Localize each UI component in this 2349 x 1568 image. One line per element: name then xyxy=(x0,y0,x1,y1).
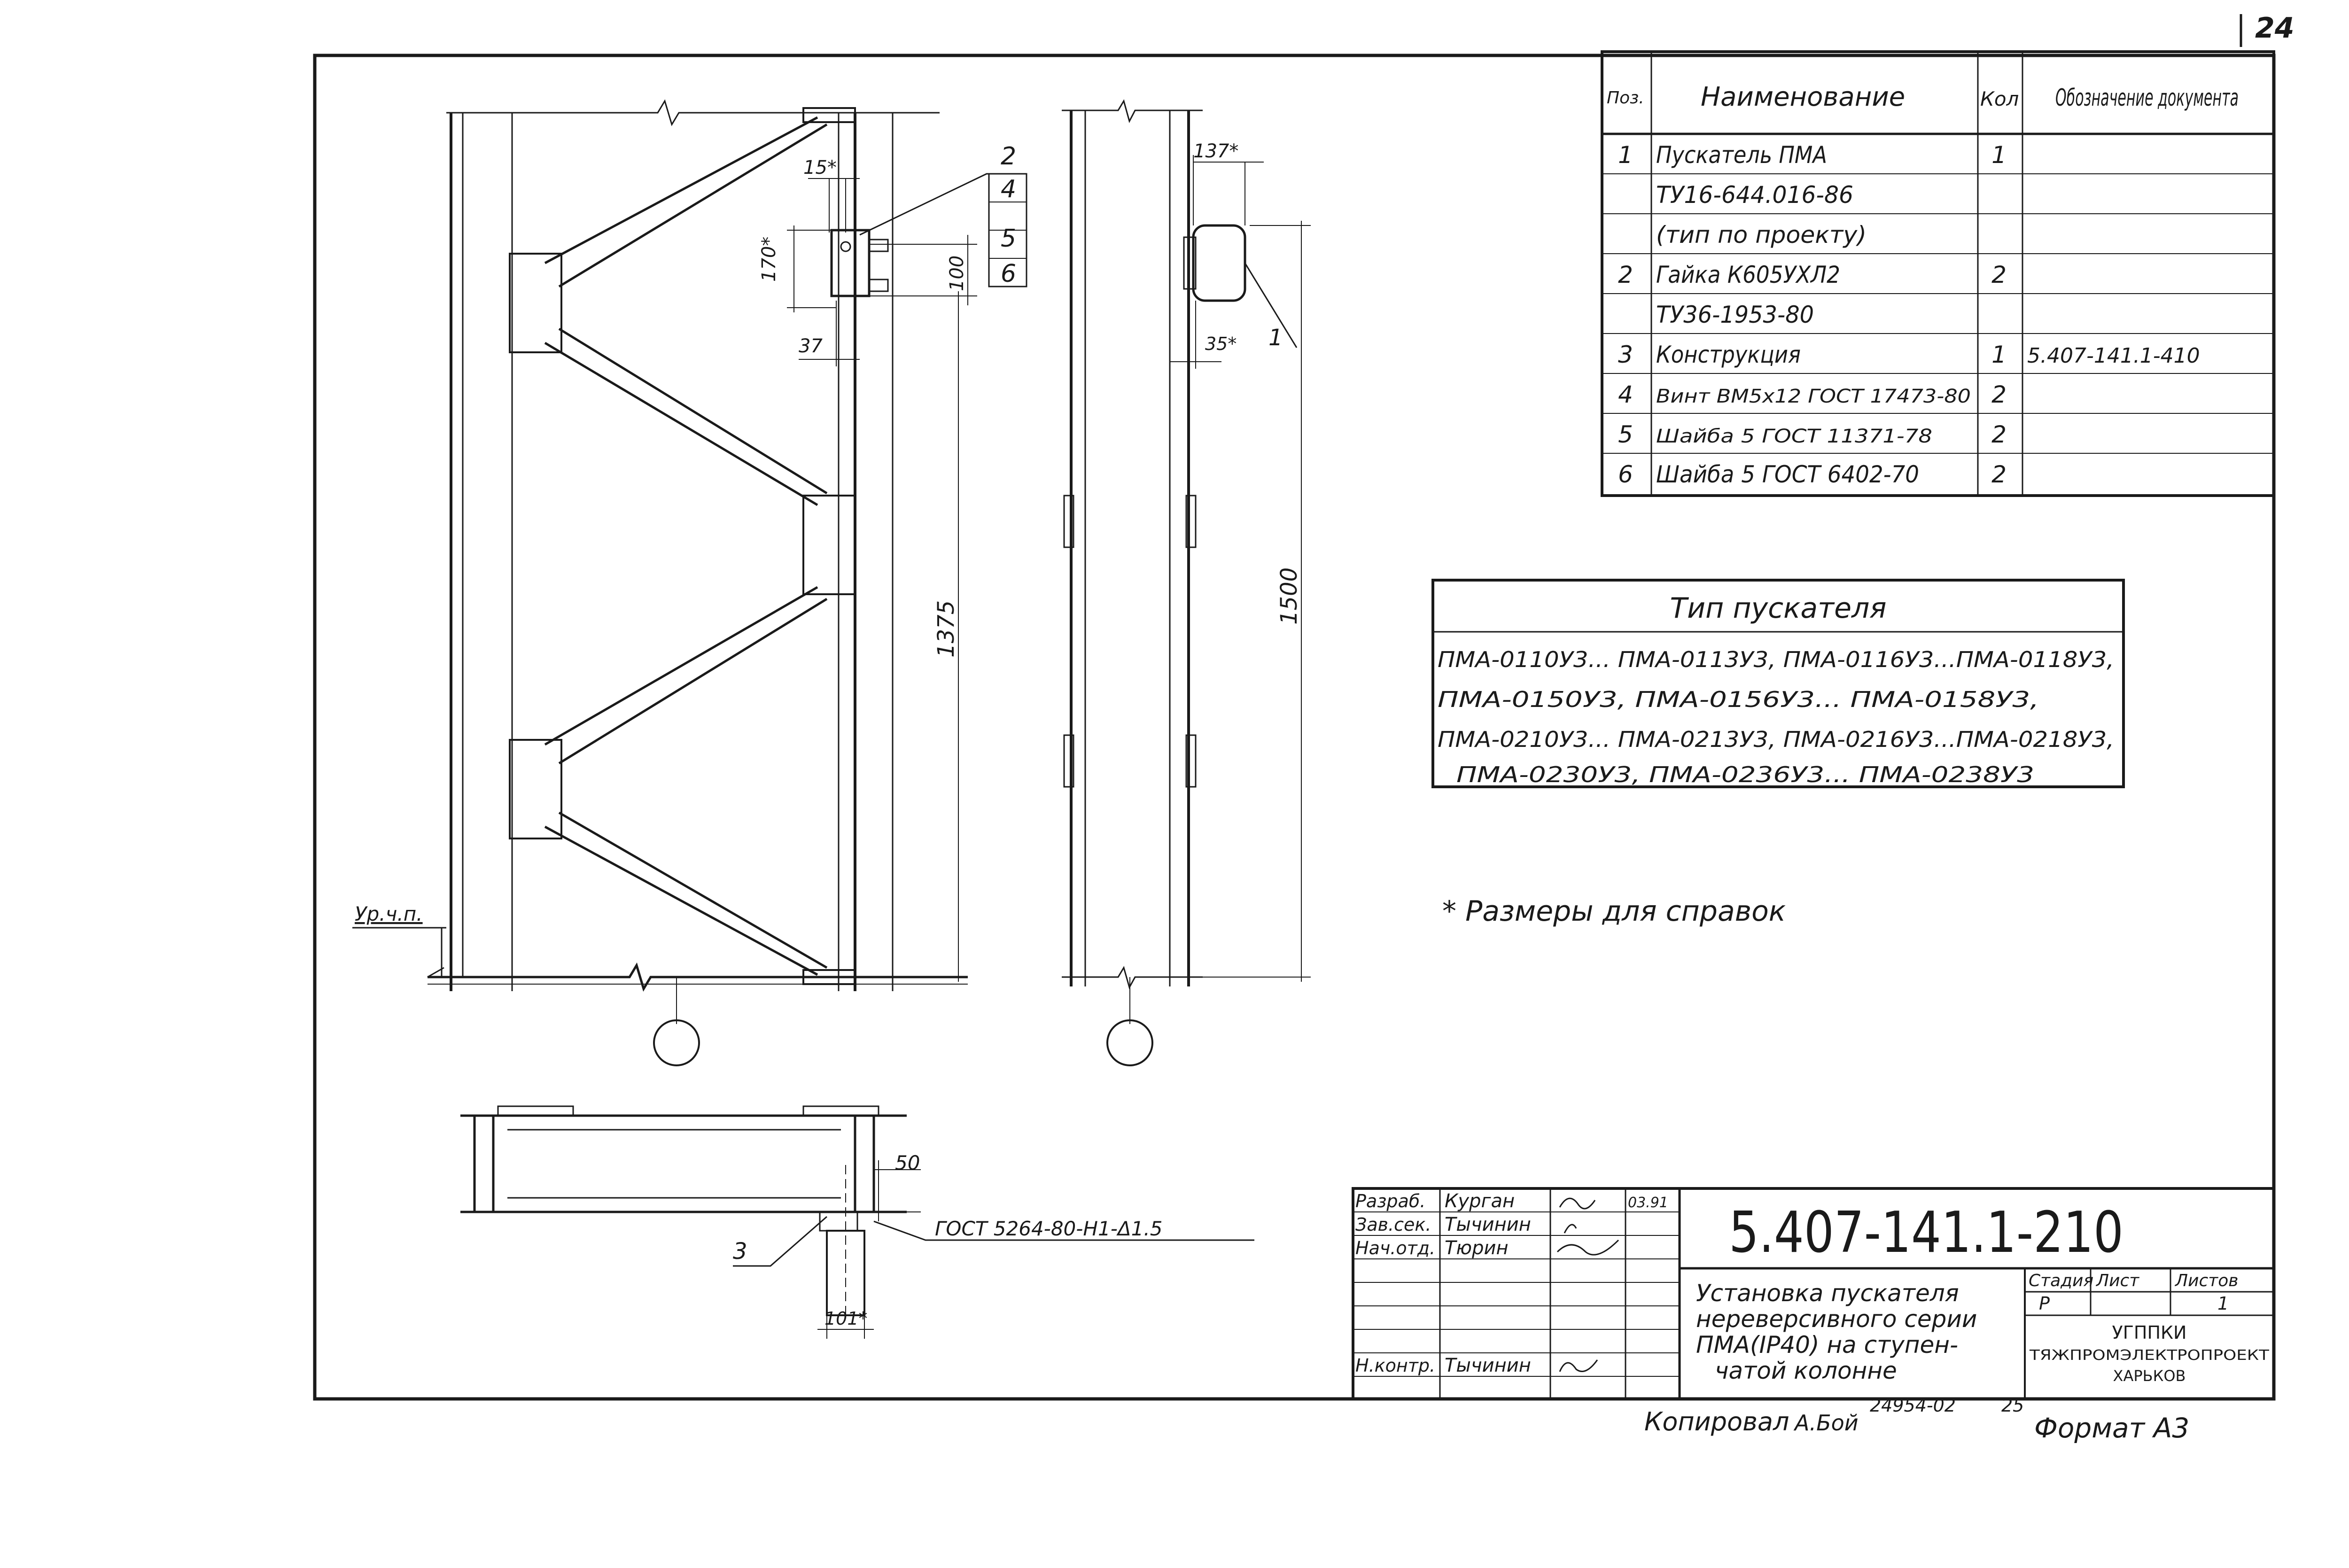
spec-cell-name: Шайба 5 ГОСТ 6402-70 xyxy=(1656,461,1919,488)
spec-cell-qty: 2 xyxy=(1991,421,2007,448)
dim-170: 170* xyxy=(758,237,780,282)
spec-header-pos: Поз. xyxy=(1607,88,1644,108)
spec-cell-name: (тип по проекту) xyxy=(1656,221,1867,248)
spec-cell-name: Гайка К605УХЛ2 xyxy=(1656,261,1840,288)
dim-1375: 1375 xyxy=(933,600,959,658)
sheets-label: Листов xyxy=(2174,1271,2238,1290)
role-developer: Разраб. xyxy=(1355,1191,1425,1211)
spec-cell-name: ТУ16-644.016-86 xyxy=(1656,181,1853,209)
spec-cell-name: Пускатель ПМА xyxy=(1656,141,1827,169)
format-label: Формат А3 xyxy=(2034,1412,2189,1444)
dim-137: 137* xyxy=(1193,140,1238,162)
spec-table: Поз. Наименование Кол Обозначение докуме… xyxy=(1601,50,2275,497)
footer: Копировал А.Бой 24954-02 25 Формат А3 xyxy=(1644,1395,2189,1444)
title-block: Разраб. Курган 03.91 Зав.сек. Тычинин На… xyxy=(1352,1187,2275,1400)
starter-types-line-1: ПМА-0110У3... ПМА-0113У3, ПМА-0116У3...П… xyxy=(1438,647,2114,672)
spec-cell-qty: 1 xyxy=(1991,141,2007,169)
signature-head-dept xyxy=(1556,1239,1619,1256)
name-norm-control: Тычинин xyxy=(1445,1355,1531,1376)
callout-6: 6 xyxy=(1001,260,1016,288)
org-line-3: ХАРЬКОВ xyxy=(2113,1367,2186,1385)
starter-side-icon xyxy=(1192,224,1246,302)
section-view: 50 101* 3 ГОСТ 5264-80-Н1-Δ1.5 xyxy=(460,1105,1254,1339)
spec-cell-name: ТУ36-1953-80 xyxy=(1656,301,1814,328)
drawing-frame: 24 xyxy=(313,12,2295,1401)
spec-cell-pos: 1 xyxy=(1618,141,1633,169)
dim-50: 50 xyxy=(895,1151,920,1174)
dim-100: 100 xyxy=(946,256,968,291)
spec-header-qty: Кол xyxy=(1980,87,2019,110)
spec-cell-pos: 4 xyxy=(1618,381,1633,408)
spec-cell-pos: 6 xyxy=(1618,461,1633,488)
copier-name: А.Бой xyxy=(1793,1410,1859,1436)
spec-cell-qty: 2 xyxy=(1991,261,2007,288)
callout-4: 4 xyxy=(1001,175,1016,203)
dim-35: 35* xyxy=(1205,334,1237,354)
sheet-label: Лист xyxy=(2095,1271,2139,1290)
signature-head-sector xyxy=(1563,1224,1577,1234)
spec-header-doc: Обозначение документа xyxy=(2055,84,2239,111)
starter-types-line-2: ПМА-0150У3, ПМА-0156У3... ПМА-0158У3, xyxy=(1438,687,2039,712)
callout-3: 3 xyxy=(733,1238,747,1265)
callout-5: 5 xyxy=(1001,225,1016,253)
title-line-2: нереверсивного серии xyxy=(1696,1305,1977,1333)
signature-norm-control xyxy=(1559,1359,1598,1372)
callout-1: 1 xyxy=(1268,325,1283,351)
dim-1500: 1500 xyxy=(1276,567,1302,625)
spec-row-lines xyxy=(1602,173,2274,454)
starter-types-title: Тип пускателя xyxy=(1670,592,1887,625)
role-head-sector: Зав.сек. xyxy=(1355,1214,1431,1235)
dim-15: 15* xyxy=(803,157,837,179)
callout-2: 2 xyxy=(1001,142,1016,171)
dim-37: 37 xyxy=(799,335,823,357)
starter-types-line-4: ПМА-0230У3, ПМА-0236У3... ПМА-0238У3 xyxy=(1456,762,2034,787)
spec-header-name: Наименование xyxy=(1701,82,1905,112)
spec-cell-pos: 2 xyxy=(1618,261,1633,288)
role-head-dept: Нач.отд. xyxy=(1355,1238,1435,1258)
starter-types-box: Тип пускателя ПМА-0110У3... ПМА-0113У3, … xyxy=(1431,579,2125,788)
sheets-value: 1 xyxy=(2217,1293,2229,1314)
title-line-3: ПМА(IP40) на ступен- xyxy=(1696,1331,1958,1358)
signature-developer xyxy=(1559,1197,1596,1210)
starter-types-line-3: ПМА-0210У3... ПМА-0213У3, ПМА-0216У3...П… xyxy=(1438,727,2114,752)
name-head-sector: Тычинин xyxy=(1445,1214,1531,1235)
spec-cell-name: Винт ВМ5х12 ГОСТ 17473-80 xyxy=(1656,386,1971,407)
archive-number: 24954-02 xyxy=(1870,1395,1956,1416)
sheet-index: 25 xyxy=(2001,1395,2024,1416)
title-line-1: Установка пускателя xyxy=(1696,1280,1959,1307)
spec-cell-pos: 3 xyxy=(1618,341,1633,368)
spec-cell-qty: 2 xyxy=(1991,461,2007,488)
role-norm-control: Н.контр. xyxy=(1355,1355,1435,1376)
stage-label: Стадия xyxy=(2029,1271,2093,1290)
level-label: Ур.ч.п. xyxy=(355,902,423,925)
reference-note: * Размеры для справок xyxy=(1442,895,1786,928)
title-block-row-lines xyxy=(1353,1211,1680,1377)
axis-circle-front xyxy=(653,1019,700,1066)
front-view: 170* 15* 100 37 1375 2 4 5 6 Ур.ч.п. xyxy=(352,99,1027,1066)
axis-circle-side xyxy=(1106,1019,1153,1066)
weld-label: ГОСТ 5264-80-Н1-Δ1.5 xyxy=(935,1217,1162,1240)
dim-101: 101* xyxy=(824,1308,868,1329)
side-view: 137* 35* 1 1500 xyxy=(1062,99,1311,1066)
spec-cell-name: Шайба 5 ГОСТ 11371-78 xyxy=(1656,426,1932,447)
page-number: 24 xyxy=(2255,12,2295,45)
stage-value: Р xyxy=(2039,1293,2050,1314)
title-line-4: чатой колонне xyxy=(1715,1357,1897,1384)
spec-cell-doc: 5.407-141.1-410 xyxy=(2027,344,2200,368)
name-developer: Курган xyxy=(1445,1190,1515,1212)
doc-code: 5.407-141.1-210 xyxy=(1729,1200,2123,1265)
copied-label: Копировал xyxy=(1644,1407,1789,1436)
spec-cell-pos: 5 xyxy=(1618,421,1633,448)
spec-cell-qty: 1 xyxy=(1991,341,2007,368)
spec-cell-name: Конструкция xyxy=(1656,341,1801,368)
org-line-2: ТЯЖПРОМЭЛЕКТРОПРОЕКТ xyxy=(2029,1347,2270,1364)
starter-front-icon xyxy=(830,229,871,297)
org-line-1: УГППКИ xyxy=(2112,1322,2187,1343)
date-developer: 03.91 xyxy=(1628,1195,1668,1211)
name-head-dept: Тюрин xyxy=(1445,1237,1509,1259)
spec-cell-qty: 2 xyxy=(1991,381,2007,408)
